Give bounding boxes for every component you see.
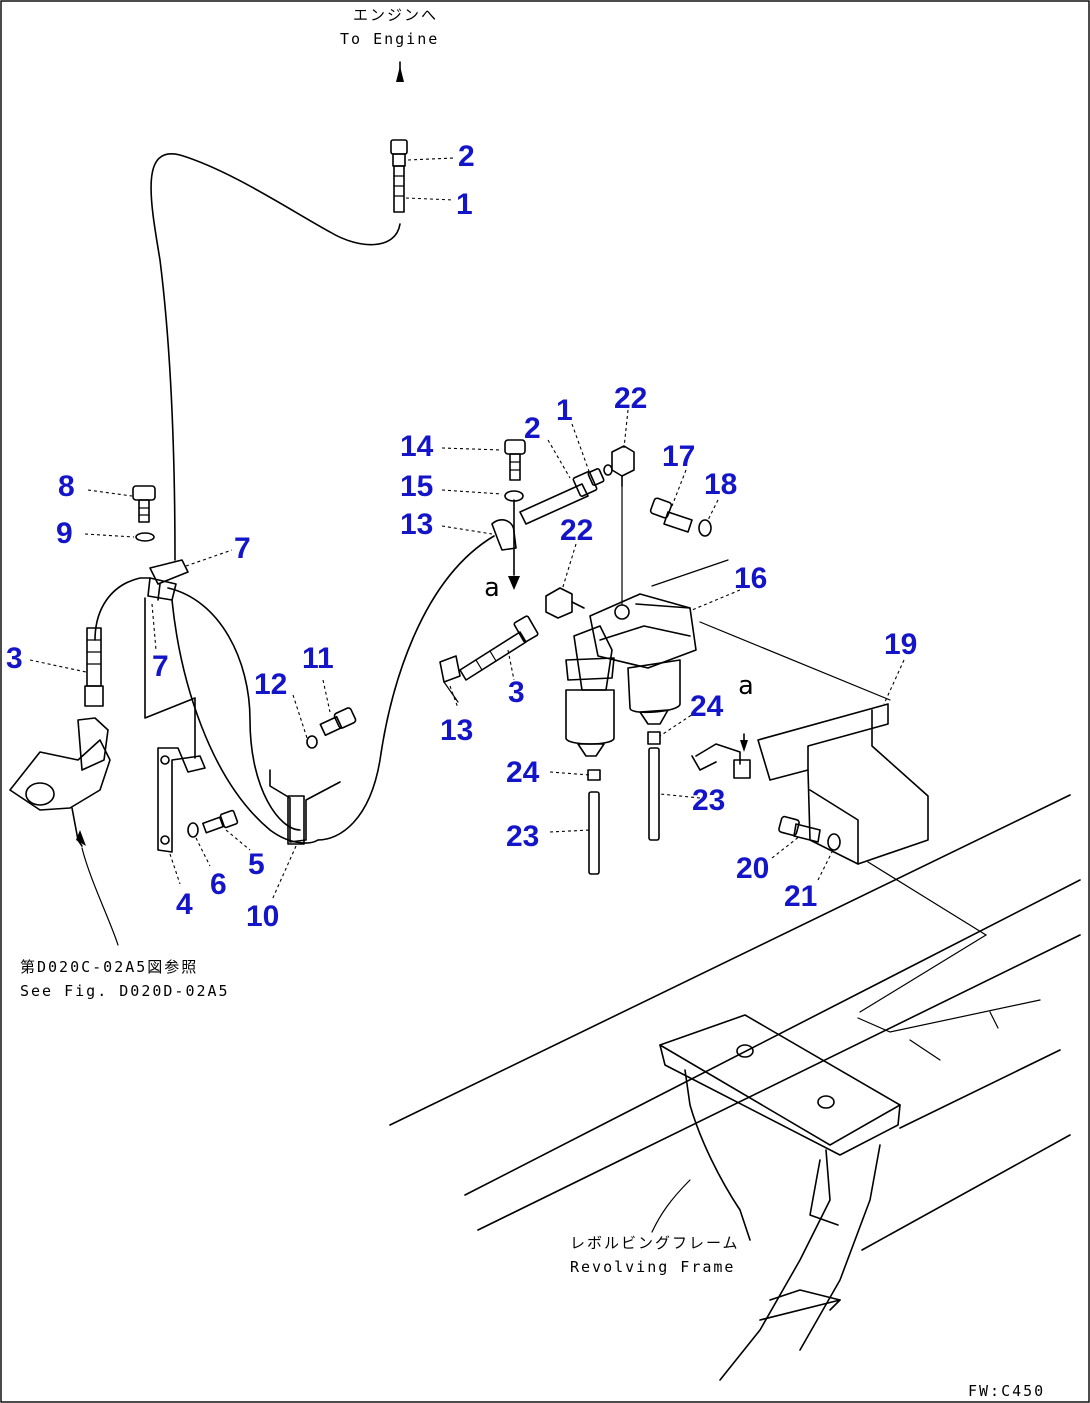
callout-3-mid: 3 <box>508 676 525 709</box>
fuel-hose-main <box>150 153 401 561</box>
frame-note-jp: レボルビングフレーム <box>570 1234 740 1252</box>
fuel-hose-loop-b <box>167 587 301 831</box>
callout-15: 15 <box>400 470 433 503</box>
callout-21: 21 <box>784 880 817 913</box>
see-fig-leader <box>81 847 119 946</box>
engine-note-en: To Engine <box>340 30 439 48</box>
callout-24-left: 24 <box>506 756 540 789</box>
callout-2-mid: 2 <box>524 412 541 445</box>
bolt-17 <box>649 497 693 533</box>
callout-9: 9 <box>56 517 73 550</box>
drain-hose-23-left <box>588 791 600 875</box>
drain-hose-23-right <box>648 747 660 841</box>
callout-22-upper: 22 <box>614 382 647 415</box>
drain-fitting-24-left <box>587 769 601 781</box>
hose-fitting-top <box>390 139 408 213</box>
fuel-hose-to-filter <box>317 535 495 841</box>
callout-6: 6 <box>210 868 227 901</box>
bracket-10 <box>269 769 341 845</box>
washer-21 <box>827 833 841 851</box>
frame-leader <box>651 1179 691 1233</box>
callout-5: 5 <box>248 848 265 881</box>
filter-bowl-left <box>565 689 615 757</box>
callout-16: 16 <box>734 562 767 595</box>
filter-bowl-right <box>627 659 681 725</box>
callout-2-top: 2 <box>458 140 475 173</box>
drain-fitting-24-right <box>647 731 661 745</box>
callout-4: 4 <box>176 888 193 921</box>
callout-23-right: 23 <box>692 784 725 817</box>
see-fig-note-jp: 第D020C-02A5図参照 <box>20 958 198 976</box>
bolt-14 <box>504 439 526 481</box>
fitting-22-upper <box>611 445 635 605</box>
revolving-frame <box>389 794 1081 1381</box>
hose-clamp <box>147 559 189 601</box>
bracket-4 <box>157 747 206 853</box>
filter-head-left <box>9 717 111 847</box>
callout-1-mid: 1 <box>556 394 573 427</box>
fuel-hose-loop-a <box>171 599 319 844</box>
drawing-code: FW:C450 <box>968 1382 1045 1400</box>
callout-20: 20 <box>736 852 769 885</box>
washer-6 <box>187 822 199 838</box>
clamp-13-upper <box>491 519 517 551</box>
callout-10: 10 <box>246 900 279 933</box>
washer-12 <box>306 735 318 749</box>
see-fig-note-en: See Fig. D020D-02A5 <box>20 982 230 1000</box>
hose-3-left <box>84 627 104 707</box>
callout-1-top: 1 <box>456 188 473 221</box>
view-mark-a-top: a <box>484 573 500 603</box>
washer-18 <box>698 519 712 537</box>
fuel-filter-head <box>565 593 697 691</box>
callout-7-upper: 7 <box>234 532 251 565</box>
callout-13-lower: 13 <box>440 714 473 747</box>
callout-22-lower: 22 <box>560 514 593 547</box>
engine-arrow <box>396 66 404 82</box>
callout-17: 17 <box>662 440 695 473</box>
bolt-11 <box>319 707 357 737</box>
view-mark-a-right: a <box>738 671 754 701</box>
clamp-13-lower <box>439 655 461 683</box>
callout-24-right: 24 <box>690 690 724 723</box>
engine-note-jp: エンジンへ <box>353 6 438 24</box>
callout-19: 19 <box>884 628 917 661</box>
frame-note-en: Revolving Frame <box>570 1258 735 1276</box>
view-a-arrow <box>508 576 520 590</box>
callout-11: 11 <box>302 642 334 675</box>
callout-3-left: 3 <box>6 642 23 675</box>
bolt-20 <box>778 815 821 843</box>
callout-23-left: 23 <box>506 820 539 853</box>
callout-13-upper: 13 <box>400 508 433 541</box>
callout-7-lower: 7 <box>152 650 169 683</box>
hose-3-mid <box>459 615 539 681</box>
callout-18: 18 <box>704 468 737 501</box>
bolt-5 <box>202 809 239 834</box>
fitting-22-lower <box>545 587 585 619</box>
callout-12: 12 <box>254 668 287 701</box>
bolt-8 <box>132 485 156 523</box>
callout-14: 14 <box>400 430 434 463</box>
callout-leaders <box>29 157 905 901</box>
washer-9 <box>135 532 155 542</box>
callout-8: 8 <box>58 470 75 503</box>
